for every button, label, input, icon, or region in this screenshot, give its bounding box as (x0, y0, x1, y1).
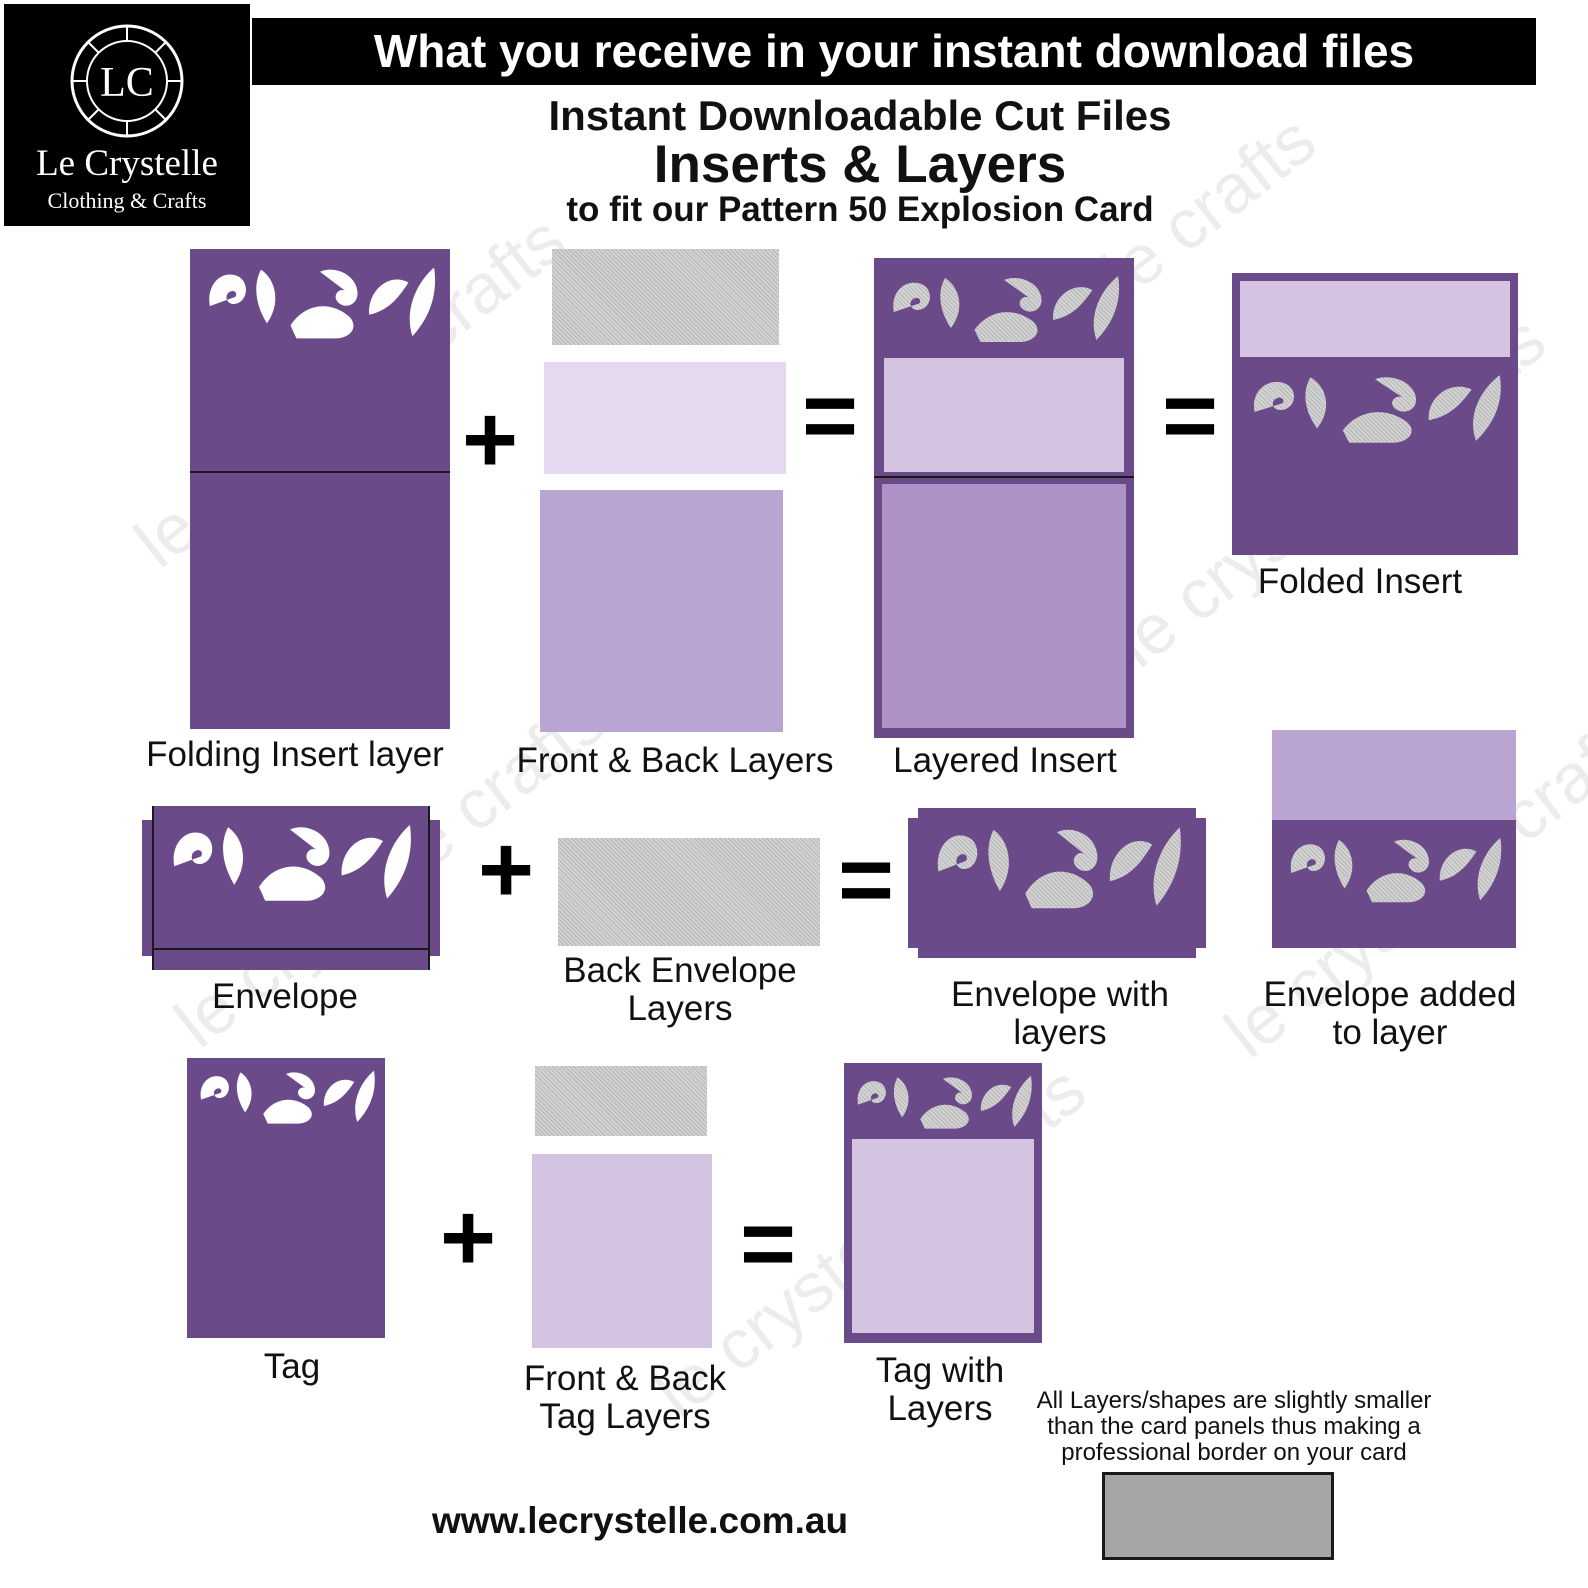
front-layer-image (544, 362, 786, 474)
envelope-image (142, 806, 440, 970)
filigree-pattern-icon (1284, 832, 1504, 910)
envelope-added-to-layer-image (1272, 730, 1516, 948)
front-back-layers-label: Front & Back Layers (516, 741, 834, 780)
equals-operator: = (1161, 362, 1219, 469)
tag-label: Tag (263, 1347, 321, 1386)
filigree-pattern-icon (886, 270, 1122, 350)
equals-operator: = (801, 362, 859, 469)
monogram-text: LC (100, 60, 154, 106)
envelope-with-layers-image (908, 808, 1206, 972)
folded-insert-label: Folded Insert (1257, 562, 1463, 601)
header-line-1: Instant Downloadable Cut Files (548, 92, 1172, 139)
tag-with-layers-label-line-2: Layers (887, 1389, 993, 1428)
back-envelope-layer-image (558, 838, 820, 946)
plus-operator: + (439, 1184, 497, 1291)
tag-image (187, 1058, 385, 1338)
envelope-with-layers-label-line-2: layers (1013, 1013, 1107, 1052)
filigree-pattern-icon (202, 261, 438, 347)
border-note-line-3: professional border on your card (1061, 1439, 1407, 1466)
equals-operator: = (837, 826, 895, 933)
brand-logo: LC Le Crystelle Clothing & Crafts (4, 4, 250, 226)
front-back-tag-label-line-1: Front & Back (523, 1359, 727, 1398)
tag-front-layer-image (532, 1154, 712, 1348)
filigree-pattern-icon (166, 818, 414, 910)
equals-operator: = (739, 1190, 797, 1297)
envelope-with-layers-label-line-1: Envelope with (951, 975, 1169, 1014)
monogram-emblem-icon: LC (70, 24, 184, 138)
folding-insert-label: Folding Insert layer (146, 735, 444, 774)
border-example-swatch (1102, 1472, 1334, 1560)
header-title: Inserts & Layers (653, 135, 1067, 194)
brand-tagline: Clothing & Crafts (47, 188, 207, 213)
border-note: All Layers/shapes are slightly smaller t… (1024, 1388, 1444, 1466)
header-banner: What you receive in your instant downloa… (252, 18, 1536, 85)
layered-insert-label: Layered Insert (893, 741, 1117, 780)
back-envelope-label-line-1: Back Envelope (563, 951, 797, 990)
folded-insert-image (1232, 273, 1518, 555)
layered-insert-image (874, 258, 1134, 738)
tag-with-layers-image (844, 1063, 1042, 1343)
brand-name: Le Crystelle (36, 143, 218, 184)
envelope-label: Envelope (212, 977, 358, 1016)
back-envelope-label-line-2: Layers (627, 989, 733, 1028)
filigree-pattern-icon (930, 820, 1184, 918)
border-note-line-1: All Layers/shapes are slightly smaller (1036, 1387, 1432, 1414)
tag-with-layers-label-line-1: Tag with (875, 1351, 1005, 1390)
border-note-line-2: than the card panels thus making a (1047, 1413, 1421, 1440)
folding-insert-layer-image (190, 249, 450, 729)
envelope-added-label-line-1: Envelope added (1263, 975, 1517, 1014)
glitter-layer-image (552, 249, 779, 345)
filigree-pattern-icon (1246, 369, 1504, 451)
header-line-3: to fit our Pattern 50 Explosion Card (566, 190, 1154, 229)
front-back-tag-label-line-2: Tag Layers (539, 1397, 711, 1436)
website-url[interactable]: www.lecrystelle.com.au (431, 1500, 849, 1541)
tag-glitter-layer-image (535, 1066, 707, 1136)
back-layer-image (540, 490, 783, 732)
envelope-added-label-line-2: to layer (1332, 1013, 1448, 1052)
filigree-pattern-icon (852, 1071, 1034, 1135)
plus-operator: + (461, 386, 519, 493)
filigree-pattern-icon (195, 1066, 377, 1130)
plus-operator: + (477, 816, 535, 923)
